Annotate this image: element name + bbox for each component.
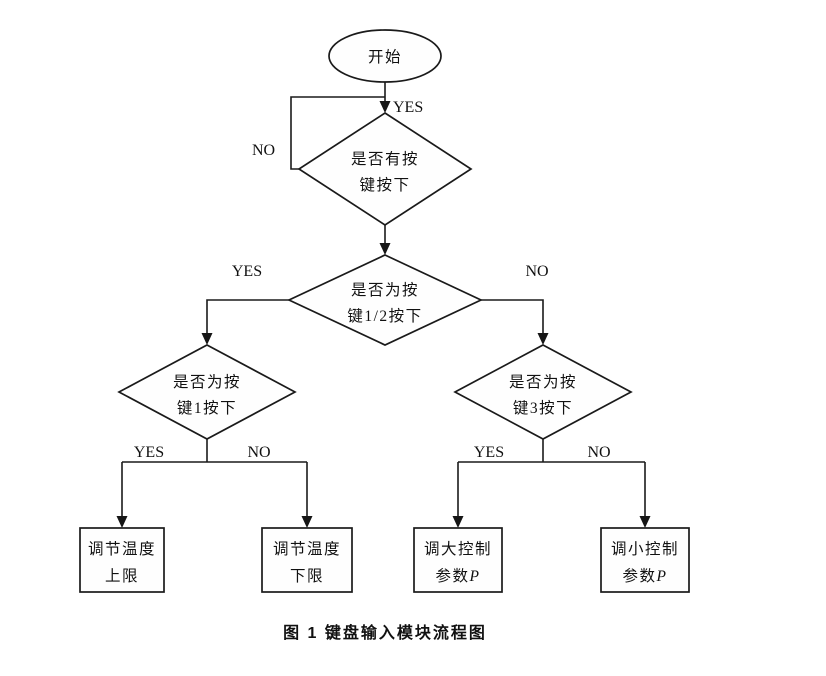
connectors: [116, 82, 651, 528]
decision-any-key-diamond: [297, 111, 473, 227]
decision-key-1-2-line1: 是否为按: [351, 281, 419, 299]
label-entry-yes: YES: [393, 99, 423, 116]
decision-key-1-2-diamond: [286, 254, 484, 346]
process-adjust-upper-limit-box: [79, 527, 165, 593]
process-decrease-parameter: 调小控制 参数P: [600, 527, 690, 593]
process-adjust-lower-limit: 调节温度 下限: [261, 527, 353, 593]
start-label: 开始: [368, 48, 402, 66]
decision-key-1-2-line2: 键1/2按下: [347, 307, 422, 325]
decision-key-3-line1: 是否为按: [509, 373, 577, 391]
process-decrease-parameter-var: P: [656, 568, 668, 585]
label-key3-no: NO: [587, 444, 610, 461]
decision-key-3-line2: 键3按下: [513, 399, 573, 417]
edge-key12-no-to-key3: [481, 299, 549, 345]
process-adjust-upper-limit: 调节温度 上限: [79, 527, 165, 593]
decision-key-1-diamond: [117, 344, 297, 440]
edge-labels: YES NO YES NO YES NO YES NO: [134, 99, 611, 461]
decision-any-key-line1: 是否有按: [351, 150, 419, 168]
process-adjust-upper-limit-line2: 上限: [105, 567, 139, 585]
process-increase-parameter-line2: 参数P: [436, 567, 481, 585]
label-key1-no: NO: [247, 444, 270, 461]
decision-key-1-line2: 键1按下: [177, 399, 237, 417]
decision-any-key: 是否有按 键按下: [297, 111, 473, 227]
decision-key-1: 是否为按 键1按下: [117, 344, 297, 440]
process-increase-parameter: 调大控制 参数P: [413, 527, 503, 593]
label-loop-no: NO: [252, 142, 275, 159]
start-ellipse: [328, 29, 442, 83]
label-key12-no: NO: [525, 263, 548, 280]
decision-key-1-line1: 是否为按: [173, 373, 241, 391]
process-adjust-lower-limit-box: [261, 527, 353, 593]
edge-key12-yes-to-key1: [201, 299, 289, 345]
edge-no-loop: [290, 96, 385, 170]
process-increase-parameter-line1: 调大控制: [424, 540, 492, 558]
process-adjust-lower-limit-line1: 调节温度: [273, 540, 341, 558]
label-key12-yes: YES: [232, 263, 262, 280]
decision-any-key-line2: 键按下: [359, 176, 410, 194]
process-increase-parameter-line2-text: 参数: [436, 567, 470, 585]
decision-key-3: 是否为按 键3按下: [453, 344, 633, 440]
figure-caption: 图 1 键盘输入模块流程图: [283, 623, 487, 642]
process-decrease-parameter-line2: 参数P: [623, 567, 668, 585]
label-key3-yes: YES: [474, 444, 504, 461]
process-decrease-parameter-box: [600, 527, 690, 593]
decision-key-1-2: 是否为按 键1/2按下: [286, 254, 484, 346]
label-key1-yes: YES: [134, 444, 164, 461]
start-node: 开始: [328, 29, 442, 83]
process-increase-parameter-box: [413, 527, 503, 593]
decision-key-3-diamond: [453, 344, 633, 440]
process-decrease-parameter-line2-text: 参数: [623, 567, 657, 585]
process-increase-parameter-var: P: [469, 568, 481, 585]
process-adjust-upper-limit-line1: 调节温度: [88, 540, 156, 558]
process-adjust-lower-limit-line2: 下限: [290, 567, 324, 585]
process-decrease-parameter-line1: 调小控制: [611, 540, 679, 558]
